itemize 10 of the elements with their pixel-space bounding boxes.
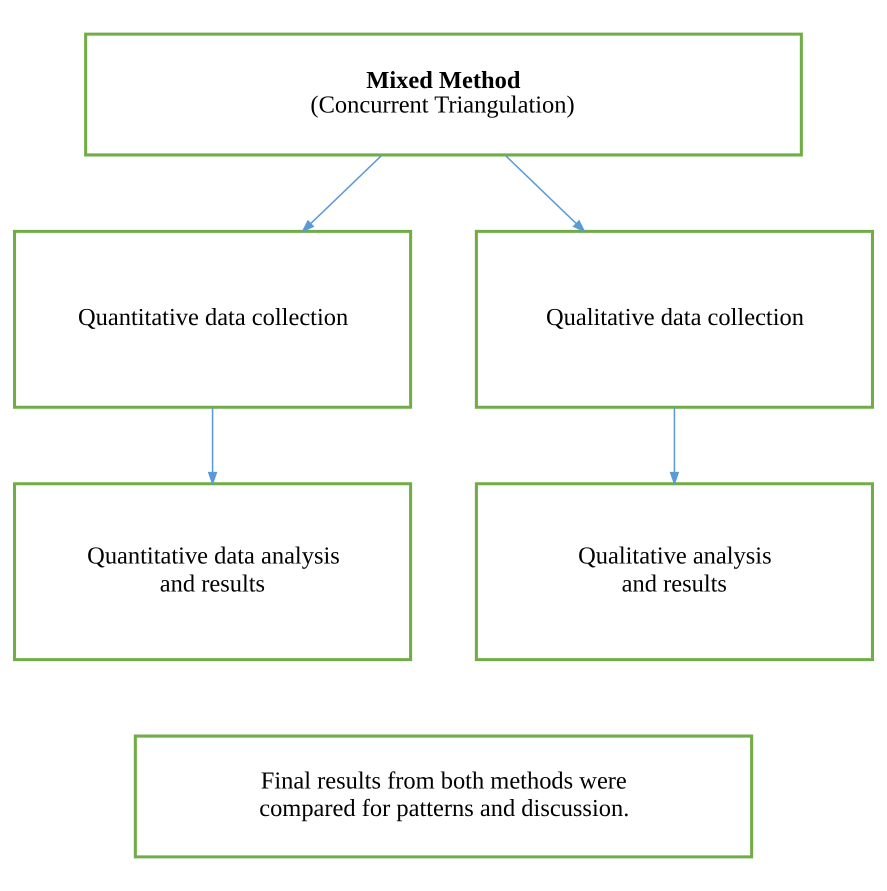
node-box: Mixed Method (Concurrent Triangulation) bbox=[84, 32, 803, 156]
node-box: Quantitative data analysis and results bbox=[13, 482, 412, 662]
arrow bbox=[504, 154, 586, 233]
node-box: Quantitative data collection bbox=[13, 230, 412, 409]
node-box: Qualitative data collection bbox=[474, 230, 874, 409]
arrow bbox=[208, 407, 218, 486]
arrow bbox=[670, 407, 680, 486]
node-box: Qualitative analysis and results bbox=[474, 482, 874, 662]
node-box: Final results from both methods were compared for patterns and discussion. bbox=[134, 734, 754, 858]
arrow bbox=[301, 154, 382, 233]
